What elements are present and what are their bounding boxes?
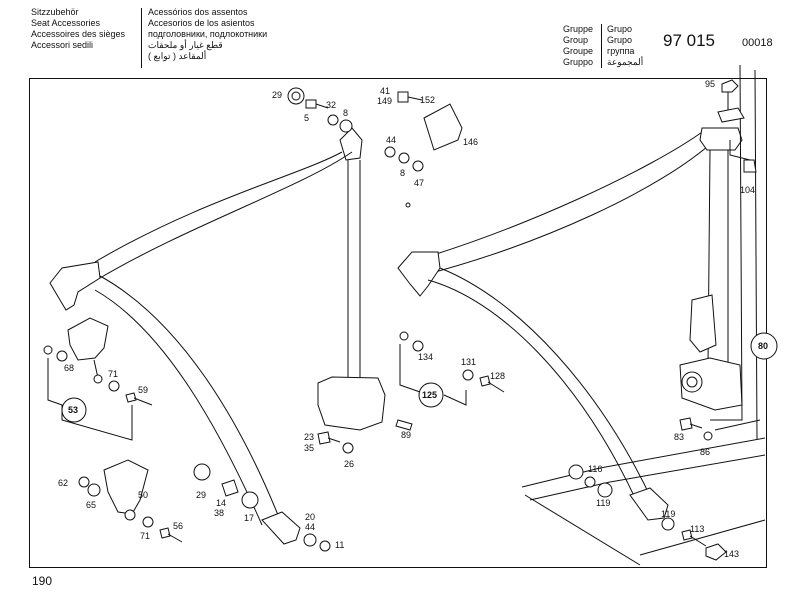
label-47: 47	[414, 178, 424, 188]
titles-right: Acessórios dos assentos Accesorios de lo…	[148, 7, 267, 62]
label-68: 68	[64, 363, 74, 373]
group-label-ru: группа	[607, 46, 635, 56]
left-belt-assembly	[49, 127, 386, 545]
label-104: 104	[740, 185, 755, 195]
group-label-en: Group	[563, 35, 589, 45]
label-11: 11	[335, 540, 344, 550]
label-86: 86	[700, 447, 710, 457]
label-131: 131	[461, 357, 476, 367]
label-149: 149	[377, 96, 392, 106]
page-code: 00018	[742, 37, 773, 49]
label-41: 41	[380, 86, 390, 96]
callout-53-circle	[61, 397, 87, 423]
upper-anchor-right	[699, 127, 743, 151]
label-65: 65	[86, 500, 96, 510]
label-44: 44	[386, 135, 396, 145]
title-fr: Accessoires des sièges	[31, 29, 126, 39]
lap-anchor-left	[261, 511, 301, 545]
group-label-it: Gruppo	[563, 57, 594, 67]
nut-104	[743, 159, 757, 173]
label-62: 62	[58, 478, 68, 488]
header-divider	[141, 8, 142, 68]
title-en: Seat Accessories	[31, 18, 101, 28]
label-143: 143	[724, 549, 739, 559]
title-ar-1: قطع غيار أو ملحقات	[148, 40, 223, 50]
title-pt: Acessórios dos assentos	[148, 7, 248, 17]
label-56: 56	[173, 521, 183, 531]
label-44b: 44	[305, 522, 315, 532]
label-23: 23	[304, 432, 314, 442]
page-number: 190	[32, 574, 53, 588]
titles-left: Sitzzubehör Seat Accessories Accessoires…	[31, 7, 125, 51]
right-belt-assembly	[397, 64, 766, 566]
label-119: 119	[596, 498, 610, 508]
label-71: 71	[108, 369, 118, 379]
label-29b: 29	[196, 490, 206, 500]
upper-anchor-left	[339, 127, 363, 161]
label-59: 59	[138, 385, 148, 395]
label-146: 146	[463, 137, 478, 147]
label-83: 83	[674, 432, 684, 442]
label-89: 89	[401, 430, 411, 440]
label-8b: 8	[400, 168, 405, 178]
label-14: 14	[216, 498, 226, 508]
shoulder-strap-left	[94, 151, 343, 263]
group-label-pt: Grupo	[607, 24, 633, 34]
latch-plate-right	[397, 251, 441, 297]
label-152: 152	[420, 95, 435, 105]
label-29: 29	[272, 90, 282, 100]
title-de: Sitzzubehör	[31, 7, 79, 17]
latch-plate-left	[49, 261, 101, 311]
title-ru: подголовники, подлокотники	[148, 29, 268, 39]
title-es: Accesorios de los asientos	[148, 18, 255, 28]
callout-80: 80	[758, 341, 768, 351]
group-labels-2: Grupo Grupo группа ألمجموعة	[607, 24, 643, 68]
diagram-frame	[29, 78, 767, 568]
label-134: 134	[418, 352, 433, 362]
hardware-parts	[43, 87, 727, 561]
label-50: 50	[138, 490, 148, 500]
group-labels: Gruppe Group Groupe Gruppo	[563, 24, 593, 68]
label-8: 8	[343, 108, 348, 118]
label-32: 32	[326, 100, 336, 110]
group-label-ar: ألمجموعة	[607, 57, 644, 67]
label-119b: 119	[661, 509, 675, 519]
label-26: 26	[344, 459, 354, 469]
buckle-lower-left	[103, 459, 149, 515]
label-116: 116	[588, 464, 602, 474]
callout-125-circle	[418, 382, 444, 408]
label-113: 113	[690, 524, 704, 534]
label-20: 20	[305, 512, 315, 522]
callout-80-circle	[750, 332, 778, 360]
label-71b: 71	[140, 531, 150, 541]
buckle-left	[67, 317, 109, 361]
label-128: 128	[490, 371, 505, 381]
height-adjuster	[689, 294, 717, 353]
group-divider	[601, 24, 602, 68]
part-labels: 29 5 32 8 41 149 152 146 44 8 47 95 104 …	[58, 79, 755, 559]
retractor-left	[317, 376, 386, 431]
title-ar-2: ( توابع ) ألمقاعد	[148, 51, 207, 61]
cap-143	[705, 543, 727, 561]
callout-brackets	[47, 140, 751, 441]
shoulder-strap-right	[409, 129, 706, 263]
cover-146	[423, 103, 463, 151]
group-label-es: Grupo	[607, 35, 633, 45]
group-number: 97 015	[663, 31, 715, 50]
callout-circles: 53 125 80	[61, 332, 778, 423]
title-it: Accessori sedili	[31, 40, 94, 50]
group-label-de: Gruppe	[563, 24, 594, 34]
bolt-95	[721, 79, 739, 93]
label-95: 95	[705, 79, 715, 89]
callout-53: 53	[68, 405, 78, 415]
lap-anchor-right	[629, 487, 669, 521]
label-38: 38	[214, 508, 224, 518]
callout-125: 125	[422, 390, 437, 400]
label-5: 5	[304, 113, 309, 123]
group-label-fr: Groupe	[563, 46, 594, 56]
lap-belt-left	[99, 275, 281, 521]
label-17: 17	[244, 513, 254, 523]
label-35: 35	[304, 443, 314, 453]
